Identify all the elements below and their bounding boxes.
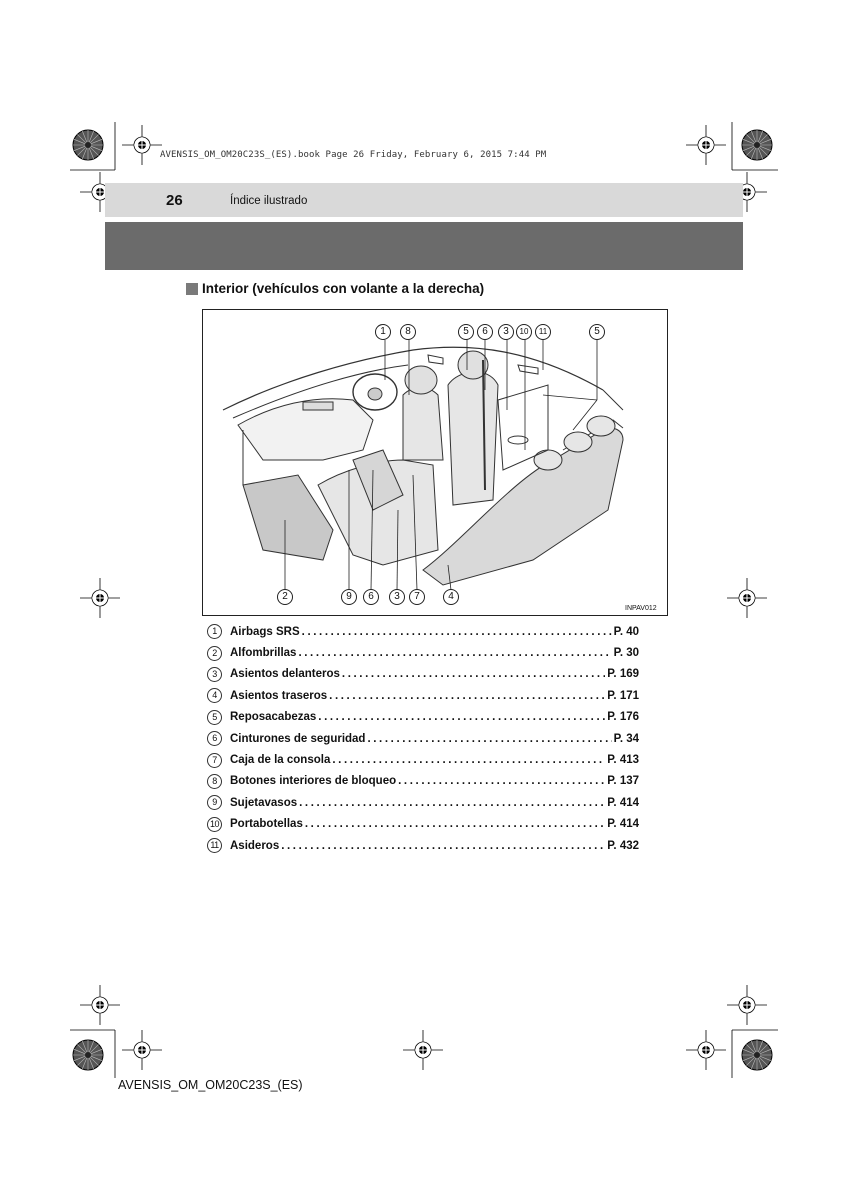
- legend-item: 11 Asideros P. 432: [207, 835, 639, 856]
- callout-1: 1: [375, 324, 391, 340]
- footer-code: AVENSIS_OM_OM20C23S_(ES): [118, 1078, 303, 1092]
- legend-item: 3 Asientos delanteros P. 169: [207, 664, 639, 685]
- callout-9: 9: [341, 589, 357, 605]
- leader-dots: [332, 754, 605, 766]
- leader-dots: [281, 840, 605, 852]
- legend-item: 7 Caja de la consola P. 413: [207, 749, 639, 770]
- callout-11: 11: [535, 324, 551, 340]
- callout-5b: 5: [589, 324, 605, 340]
- legend-page: P. 432: [607, 839, 639, 852]
- legend-item: 4 Asientos traseros P. 171: [207, 685, 639, 706]
- callout-3b: 3: [389, 589, 405, 605]
- leader-dots: [298, 647, 611, 659]
- car-interior-drawing: [222, 340, 624, 591]
- section-title: Índice ilustrado: [230, 195, 308, 207]
- figure-code: INPAV012: [625, 605, 657, 612]
- legend-number: 5: [207, 709, 222, 725]
- callout-7: 7: [409, 589, 425, 605]
- legend-item: 8 Botones interiores de bloqueo P. 137: [207, 771, 639, 792]
- legend-number: 3: [207, 666, 222, 682]
- legend-number: 9: [207, 795, 222, 811]
- leader-dots: [329, 690, 605, 702]
- legend-number: 11: [207, 838, 222, 854]
- legend-number: 4: [207, 688, 222, 704]
- legend-page: P. 169: [607, 668, 639, 681]
- callout-6: 6: [477, 324, 493, 340]
- legend-page: P. 30: [613, 647, 639, 660]
- legend-label: Caja de la consola: [230, 754, 331, 767]
- legend-label: Airbags SRS: [230, 625, 300, 638]
- legend-item: 10 Portabotellas P. 414: [207, 814, 639, 835]
- legend-label: Portabotellas: [230, 818, 303, 831]
- leader-dots: [398, 775, 605, 787]
- section-heading: Interior (vehículos con volante a la der…: [186, 281, 484, 296]
- legend-label: Sujetavasos: [230, 796, 298, 809]
- callout-5: 5: [458, 324, 474, 340]
- legend-page: P. 414: [607, 796, 639, 809]
- legend-number: 2: [207, 645, 222, 661]
- legend-label: Asideros: [230, 839, 280, 852]
- callout-4: 4: [443, 589, 459, 605]
- leader-dots: [367, 733, 611, 745]
- legend-page: P. 413: [607, 754, 639, 767]
- legend-page: P. 176: [607, 711, 639, 724]
- legend-item: 2 Alfombrillas P. 30: [207, 642, 639, 663]
- legend-page: P. 414: [607, 818, 639, 831]
- legend-page: P. 40: [613, 625, 639, 638]
- legend-label: Botones interiores de bloqueo: [230, 775, 397, 788]
- legend-label: Reposacabezas: [230, 711, 317, 724]
- legend-number: 8: [207, 773, 222, 789]
- leader-dots: [342, 668, 605, 680]
- heading-marker: [186, 282, 198, 295]
- leader-dots: [318, 711, 605, 723]
- legend-number: 1: [207, 624, 222, 640]
- legend-number: 10: [207, 816, 222, 832]
- header-band: [105, 183, 743, 217]
- legend-item: 5 Reposacabezas P. 176: [207, 707, 639, 728]
- callout-10: 10: [516, 324, 532, 340]
- print-header: AVENSIS_OM_OM20C23S_(ES).book Page 26 Fr…: [160, 150, 547, 160]
- callout-8: 8: [400, 324, 416, 340]
- legend-item: 9 Sujetavasos P. 414: [207, 792, 639, 813]
- leader-dots: [299, 797, 605, 809]
- legend-page: P. 34: [613, 732, 639, 745]
- legend-label: Alfombrillas: [230, 647, 297, 660]
- legend-item: 1 Airbags SRS P. 40: [207, 621, 639, 642]
- legend-page: P. 137: [607, 775, 639, 788]
- callout-6b: 6: [363, 589, 379, 605]
- legend-page: P. 171: [607, 689, 639, 702]
- page-number: 26: [166, 192, 183, 209]
- legend-label: Cinturones de seguridad: [230, 732, 366, 745]
- callout-3: 3: [498, 324, 514, 340]
- interior-illustration: 1 8 5 6 3 10 11 5 2 9 6 3 7 4: [202, 309, 668, 616]
- leader-dots: [305, 818, 605, 830]
- legend-item: 6 Cinturones de seguridad P. 34: [207, 728, 639, 749]
- leader-dots: [302, 626, 612, 638]
- section-banner: [105, 222, 743, 270]
- legend-label: Asientos traseros: [230, 689, 328, 702]
- legend-label: Asientos delanteros: [230, 668, 340, 681]
- heading-text: Interior (vehículos con volante a la der…: [202, 281, 485, 296]
- legend-number: 7: [207, 752, 222, 768]
- legend-number: 6: [207, 731, 222, 747]
- callout-2: 2: [277, 589, 293, 605]
